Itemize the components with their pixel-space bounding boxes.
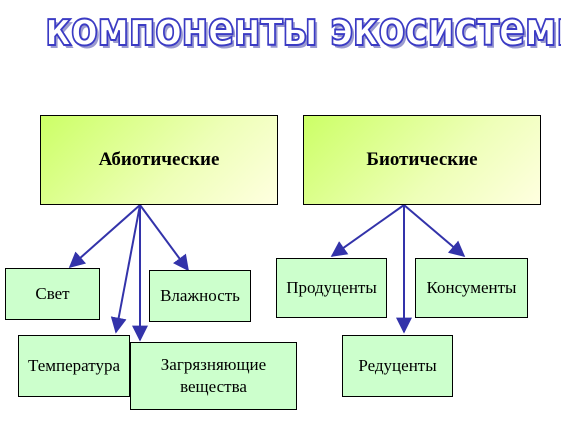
arrow-abiotic-to-vlazhnost xyxy=(139,204,189,272)
box-reduktsenty: Редуценты xyxy=(342,335,453,397)
diagram-title: компоненты экосистемы xyxy=(44,1,561,58)
leaf-label: Температура xyxy=(27,356,121,375)
leaf-label: Свет xyxy=(35,284,70,303)
arrow-abiotic-to-temperatura xyxy=(110,204,141,334)
leaf-label: Консументы xyxy=(426,278,517,297)
abiotic-label: Абиотические xyxy=(98,149,220,170)
box-konsumenty: Консументы xyxy=(415,258,528,318)
abiotic-box: Абиотические xyxy=(40,115,278,205)
arrow-biotic-to-produtsenty xyxy=(330,204,405,257)
biotic-label: Биотические xyxy=(366,149,478,170)
box-vlazhnost: Влажность xyxy=(149,270,251,322)
box-svet: Свет xyxy=(5,268,100,320)
leaf-label: Влажность xyxy=(160,286,240,305)
biotic-box: Биотические xyxy=(303,115,541,205)
box-zagryaznyayushchie: Загрязняющие вещества xyxy=(130,342,297,410)
leaf-label: Загрязняющие вещества xyxy=(160,355,267,396)
leaf-label: Редуценты xyxy=(358,356,437,375)
box-produtsenty: Продуценты xyxy=(276,258,387,318)
arrow-biotic-to-konsumenty xyxy=(403,204,466,258)
box-temperatura: Температура xyxy=(18,335,130,397)
leaf-label: Продуценты xyxy=(286,278,377,297)
arrow-abiotic-to-svet xyxy=(68,204,141,269)
